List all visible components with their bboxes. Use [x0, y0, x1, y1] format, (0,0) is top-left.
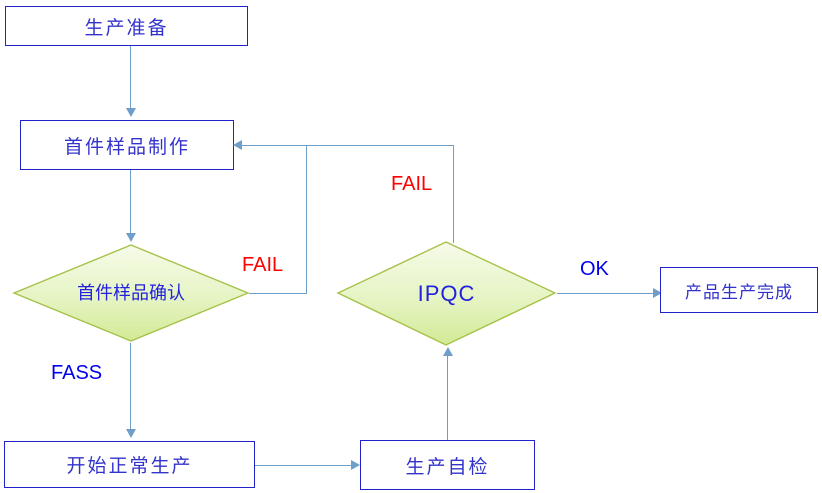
node-first-article-confirm[interactable]: 首件样品确认 — [12, 243, 250, 343]
node-production-self-inspection[interactable]: 生产自检 — [360, 440, 535, 490]
node-label: 生产准备 — [84, 17, 169, 39]
diamond-shape — [12, 244, 250, 342]
edge-confirm-fail-h-top — [240, 145, 307, 146]
edge-mass-to-selfcheck-line — [255, 465, 352, 466]
edge-ipqc-to-done-line — [557, 293, 655, 294]
edge-fail-to-sample-arrowhead — [233, 140, 242, 150]
node-ipqc[interactable]: IPQC — [336, 240, 557, 347]
node-label: 生产自检 — [405, 456, 490, 478]
edge-prep-to-sample-arrowhead — [126, 108, 136, 117]
edge-ipqc-fail-h — [306, 145, 454, 146]
edge-label-fass: FASS — [51, 362, 103, 384]
edge-ipqc-fail-v — [453, 145, 454, 243]
edge-sample-to-confirm-line — [130, 170, 131, 234]
node-label: 开始正常生产 — [66, 456, 193, 477]
edge-label-fail-left: FAIL — [242, 254, 284, 276]
edge-label-ok: OK — [580, 258, 609, 280]
diamond-shape — [336, 241, 557, 346]
edge-confirm-fail-v — [306, 145, 307, 294]
edge-prep-to-sample-line — [130, 46, 131, 110]
edge-sample-to-confirm-arrowhead — [126, 233, 136, 242]
edge-confirm-to-mass-arrowhead — [126, 429, 136, 438]
edge-confirm-fail-h-bottom — [249, 293, 307, 294]
edge-mass-to-selfcheck-arrowhead — [351, 460, 360, 470]
edge-selfcheck-to-ipqc-arrowhead — [443, 347, 453, 356]
node-first-article-sample-making[interactable]: 首件样品制作 — [20, 120, 234, 170]
node-start-normal-production[interactable]: 开始正常生产 — [4, 441, 255, 488]
node-label: IPQC — [417, 280, 476, 306]
node-label: 首件样品制作 — [63, 136, 190, 158]
edge-ipqc-to-done-arrowhead — [653, 288, 662, 298]
edge-selfcheck-to-ipqc-line — [447, 356, 448, 440]
node-production-complete[interactable]: 产品生产完成 — [660, 267, 818, 313]
edge-confirm-to-mass-line — [130, 343, 131, 431]
edge-label-fail-right: FAIL — [391, 173, 433, 195]
node-production-preparation[interactable]: 生产准备 — [5, 6, 248, 46]
node-label: 产品生产完成 — [685, 282, 793, 302]
node-label: 首件样品确认 — [77, 282, 185, 303]
